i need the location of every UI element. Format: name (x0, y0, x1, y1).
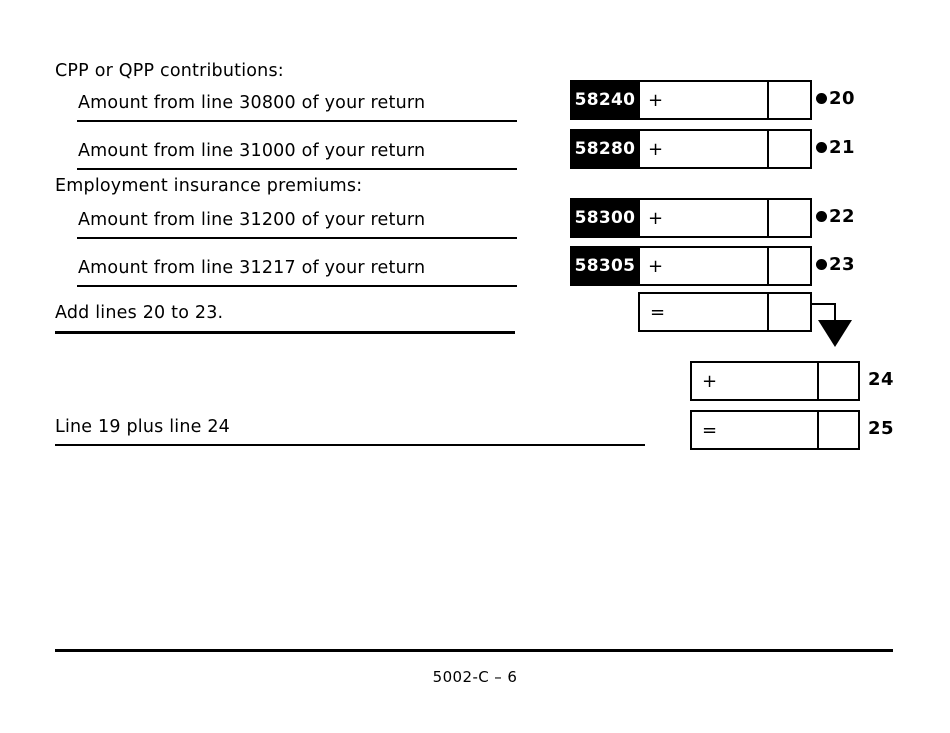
operator-sign-22: + (648, 208, 664, 229)
row-label-add-lines-20-to-23: Add lines 20 to 23. (55, 303, 224, 323)
line-number-20: 20 (829, 88, 856, 109)
footer-form-code: 5002-C – 6 (432, 668, 518, 686)
field-code-58300: 58300 (570, 198, 640, 238)
section-heading-cpp-qpp: CPP or QPP contributions: (55, 61, 284, 81)
bullet-icon-22 (816, 211, 827, 222)
section-heading-employment-insurance: Employment insurance premiums: (55, 176, 363, 196)
row-underline-23 (77, 285, 517, 287)
row-label-line-30800: Amount from line 30800 of your return (78, 93, 426, 113)
row-label-line-31200: Amount from line 31200 of your return (78, 210, 426, 230)
cents-divider-25 (817, 410, 819, 450)
row-underline-20 (77, 120, 517, 122)
row-underline-22 (77, 237, 517, 239)
arrow-down-icon (818, 320, 852, 347)
operator-sign-23: + (648, 256, 664, 277)
row-label-line-31217: Amount from line 31217 of your return (78, 258, 426, 278)
row-label-line-19-plus-line-24: Line 19 plus line 24 (55, 417, 231, 437)
operator-sign-21: + (648, 139, 664, 160)
amount-input-23[interactable] (638, 246, 812, 286)
row-underline-25 (55, 444, 645, 446)
footer-divider (55, 649, 893, 652)
line-number-21: 21 (829, 137, 856, 158)
bullet-icon-20 (816, 93, 827, 104)
field-code-58240: 58240 (570, 80, 640, 120)
connector-horizontal (812, 303, 836, 305)
line-number-25: 25 (868, 418, 895, 439)
cents-divider-22 (767, 198, 769, 238)
amount-input-subtotal[interactable] (638, 292, 812, 332)
operator-sign-subtotal: = (650, 302, 666, 323)
line-number-22: 22 (829, 206, 856, 227)
operator-sign-25: = (702, 420, 718, 441)
bullet-icon-23 (816, 259, 827, 270)
cents-divider-20 (767, 80, 769, 120)
row-label-line-31000: Amount from line 31000 of your return (78, 141, 426, 161)
row-underline-subtotal (55, 331, 515, 334)
operator-sign-20: + (648, 90, 664, 111)
bullet-icon-21 (816, 142, 827, 153)
cents-divider-subtotal (767, 292, 769, 332)
field-code-58305: 58305 (570, 246, 640, 286)
amount-input-20[interactable] (638, 80, 812, 120)
line-number-23: 23 (829, 254, 856, 275)
cents-divider-24 (817, 361, 819, 401)
amount-input-21[interactable] (638, 129, 812, 169)
cents-divider-21 (767, 129, 769, 169)
amount-input-22[interactable] (638, 198, 812, 238)
operator-sign-24: + (702, 371, 718, 392)
cents-divider-23 (767, 246, 769, 286)
amount-input-24[interactable] (690, 361, 860, 401)
amount-input-25[interactable] (690, 410, 860, 450)
connector-vertical (834, 303, 836, 326)
field-code-58280: 58280 (570, 129, 640, 169)
row-underline-21 (77, 168, 517, 170)
line-number-24: 24 (868, 369, 895, 390)
